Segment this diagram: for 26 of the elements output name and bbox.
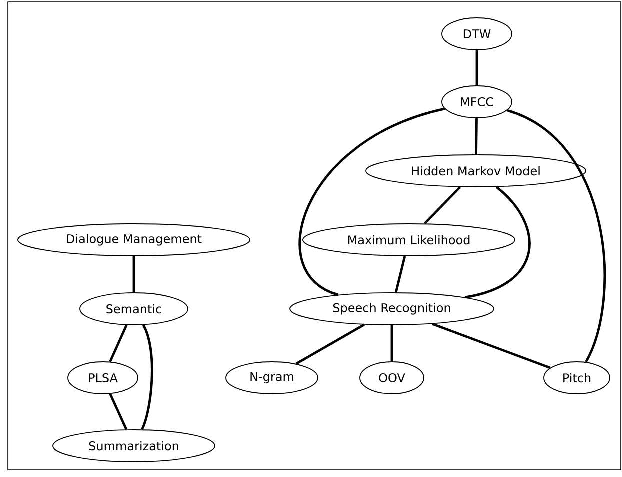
connector-line bbox=[141, 324, 154, 430]
ellipse-node: MFCC bbox=[442, 86, 512, 118]
ellipse-node: N-gram bbox=[226, 362, 318, 394]
connector-line bbox=[298, 108, 446, 296]
ellipse-node: PLSA bbox=[68, 362, 138, 394]
ellipse-node: OOV bbox=[360, 362, 424, 394]
ellipse-node: Maximum Likelihood bbox=[302, 224, 516, 256]
connector-line bbox=[132, 256, 136, 293]
connector-line bbox=[390, 325, 394, 362]
ellipse-node: Semantic bbox=[80, 292, 188, 326]
connector-line bbox=[394, 256, 406, 293]
connector-line bbox=[109, 394, 128, 430]
connector-line bbox=[432, 323, 551, 370]
connector-line bbox=[465, 186, 531, 299]
ellipse-node: DTW bbox=[442, 18, 512, 50]
connector-line bbox=[475, 118, 478, 155]
connector-line bbox=[296, 324, 366, 366]
ellipse-node: Speech Recognition bbox=[290, 292, 494, 326]
ellipse-node: Hidden Markov Model bbox=[366, 154, 586, 188]
ellipse-node: Dialogue Management bbox=[18, 224, 250, 256]
connector-line bbox=[424, 186, 462, 225]
ellipse-node: Pitch bbox=[544, 362, 610, 394]
connector-line bbox=[506, 109, 606, 363]
connector-line bbox=[109, 324, 128, 362]
connector-line bbox=[476, 50, 478, 86]
ellipse-node: Summarization bbox=[52, 430, 216, 462]
